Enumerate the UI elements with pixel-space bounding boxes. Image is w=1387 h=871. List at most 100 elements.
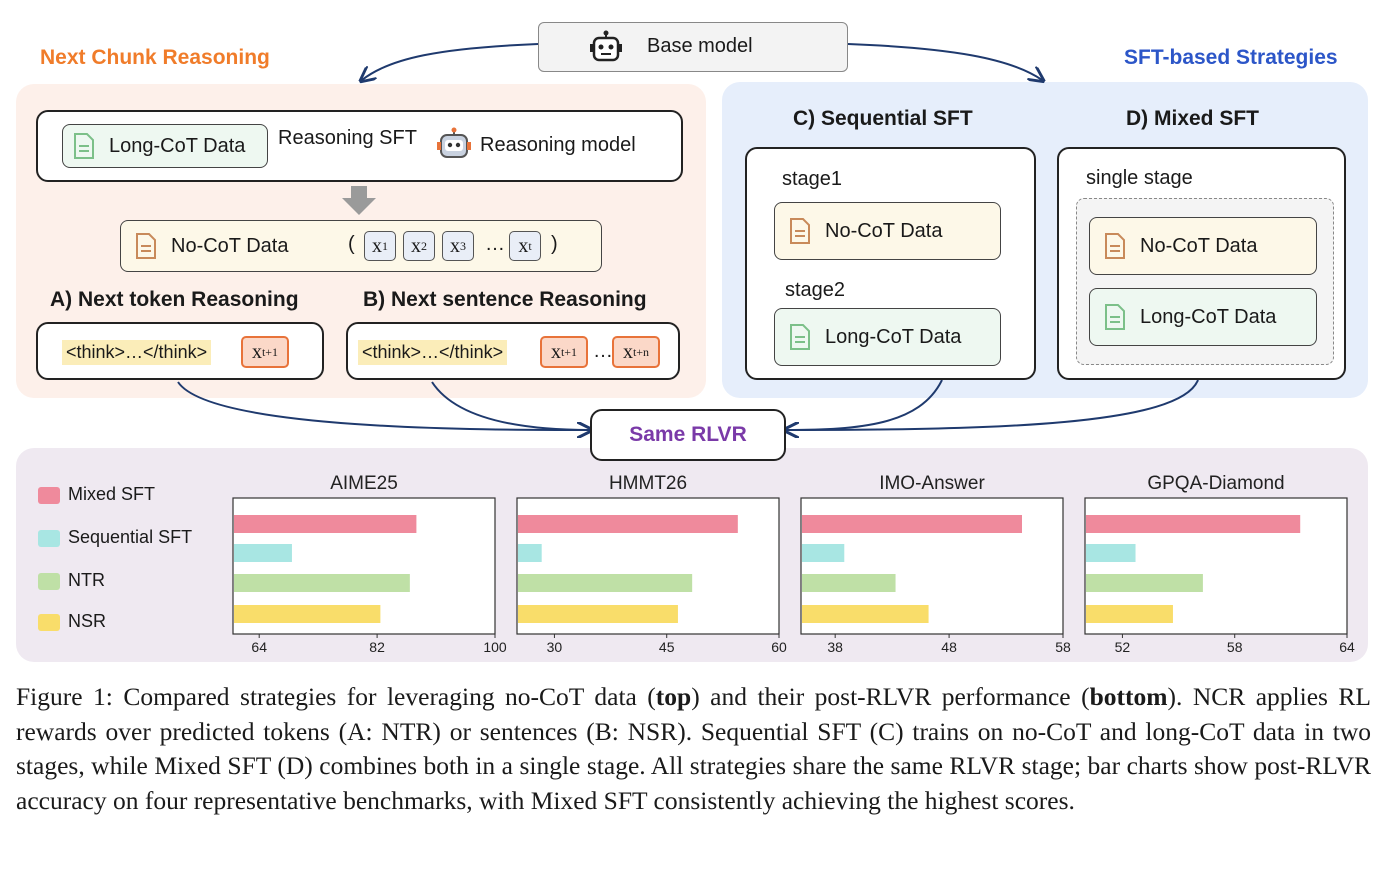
legend-item-sequential-sft: Sequential SFT xyxy=(38,527,238,553)
bar-nsr xyxy=(1086,605,1173,623)
legend-item-mixed-sft: Mixed SFT xyxy=(38,484,238,510)
b-ellipsis: … xyxy=(593,340,613,362)
bar-mixed-sft xyxy=(518,515,738,533)
document-icon xyxy=(790,218,810,244)
legend-item-ntr: NTR xyxy=(38,570,238,596)
x-tick-label: 64 xyxy=(251,639,267,655)
x-tick-label: 48 xyxy=(941,639,957,655)
legend-label: Sequential SFT xyxy=(68,527,193,547)
reasoning-sft-label: Reasoning SFT xyxy=(278,127,417,149)
a-title: A) Next token Reasoning xyxy=(50,288,299,311)
c-no-cot-box: No-CoT Data xyxy=(774,202,1001,260)
bar-ntr xyxy=(1086,574,1203,592)
benchmark-charts: AIME25 64 82 100 HMMT26 30 45 60 IMO-Answer 38 48 5… xyxy=(232,473,1355,655)
chart-title: IMO-Answer xyxy=(879,473,985,494)
bar-nsr xyxy=(802,605,929,623)
d-long-cot-label: Long-CoT Data xyxy=(1140,305,1277,328)
reasoning-sft-box xyxy=(36,110,683,182)
x-tick-label: 58 xyxy=(1055,639,1071,655)
document-icon xyxy=(790,324,810,350)
bar-mixed-sft xyxy=(234,515,417,533)
legend-swatch xyxy=(38,487,60,504)
long-cot-data-label: Long-CoT Data xyxy=(109,134,246,157)
b-to-rlvr-arrow xyxy=(431,381,590,430)
robot-icon xyxy=(590,30,622,62)
document-icon xyxy=(136,233,156,259)
legend-swatch xyxy=(38,614,60,631)
bar-nsr xyxy=(518,605,678,623)
bar-sequential-sft xyxy=(802,544,845,562)
a-to-rlvr-arrow xyxy=(177,381,590,430)
base-model-box: Base model xyxy=(538,22,848,72)
token-ellipsis: … xyxy=(485,233,505,255)
d-to-rlvr-arrow xyxy=(786,379,1199,430)
single-stage-label: single stage xyxy=(1086,167,1193,189)
x-tick-label: 100 xyxy=(483,639,507,655)
base-to-ncr-arrow xyxy=(362,43,539,80)
legend-label: NTR xyxy=(68,570,105,590)
reasoning-robot-icon xyxy=(437,127,471,158)
long-cot-data-box: Long-CoT Data xyxy=(62,124,268,168)
d-no-cot-label: No-CoT Data xyxy=(1140,234,1258,257)
chart-title: GPQA-Diamond xyxy=(1147,473,1284,494)
a-think-tag: <think>…</think> xyxy=(62,340,212,365)
same-rlvr-box: Same RLVR xyxy=(590,409,786,461)
x-tick-label: 82 xyxy=(369,639,385,655)
bar-ntr xyxy=(802,574,896,592)
legend-swatch xyxy=(38,530,60,547)
legend-item-nsr: NSR xyxy=(38,611,238,637)
d-title: D) Mixed SFT xyxy=(1126,107,1260,130)
c-no-cot-label: No-CoT Data xyxy=(825,219,943,242)
d-no-cot-box: No-CoT Data xyxy=(1089,217,1317,275)
bar-nsr xyxy=(234,605,381,623)
x-tick-label: 52 xyxy=(1115,639,1131,655)
bar-sequential-sft xyxy=(518,544,542,562)
chart-title: AIME25 xyxy=(330,473,398,494)
x-tick-label: 45 xyxy=(659,639,675,655)
x-tick-label: 38 xyxy=(827,639,843,655)
document-icon xyxy=(1105,233,1125,259)
x-tick-label: 64 xyxy=(1339,639,1355,655)
b-think-tag: <think>…</think> xyxy=(358,340,508,365)
legend-label: Mixed SFT xyxy=(68,484,156,504)
c-long-cot-box: Long-CoT Data xyxy=(774,308,1001,366)
bar-mixed-sft xyxy=(1086,515,1301,533)
base-to-sft-arrow xyxy=(847,43,1042,80)
bar-ntr xyxy=(234,574,410,592)
document-icon xyxy=(1105,304,1125,330)
c-to-rlvr-arrow xyxy=(786,379,943,430)
no-cot-data-label: No-CoT Data xyxy=(171,234,289,257)
c-title: C) Sequential SFT xyxy=(793,107,973,130)
legend-label: NSR xyxy=(68,611,107,631)
down-arrow-ncr xyxy=(342,186,376,215)
ncr-title: Next Chunk Reasoning xyxy=(40,46,270,69)
x-tick-label: 60 xyxy=(771,639,787,655)
d-long-cot-box: Long-CoT Data xyxy=(1089,288,1317,346)
bar-sequential-sft xyxy=(234,544,292,562)
bar-mixed-sft xyxy=(802,515,1022,533)
x-tick-label: 58 xyxy=(1227,639,1243,655)
base-model-label: Base model xyxy=(647,35,753,57)
reasoning-model-label: Reasoning model xyxy=(480,134,636,156)
b-title: B) Next sentence Reasoning xyxy=(363,288,647,311)
stage2-label: stage2 xyxy=(785,279,846,301)
sequence-close-paren: ) xyxy=(551,233,558,255)
document-icon xyxy=(74,133,94,159)
legend-swatch xyxy=(38,573,60,590)
x-tick-label: 30 xyxy=(547,639,563,655)
same-rlvr-label: Same RLVR xyxy=(629,423,747,446)
bar-sequential-sft xyxy=(1086,544,1136,562)
chart-title: HMMT26 xyxy=(609,473,687,494)
sequence-open-paren: ( xyxy=(348,233,355,255)
stage1-label: stage1 xyxy=(782,168,843,190)
c-long-cot-label: Long-CoT Data xyxy=(825,325,962,348)
figure-caption: Figure 1: Compared strategies for levera… xyxy=(16,682,1371,815)
bar-ntr xyxy=(518,574,693,592)
sft-title: SFT-based Strategies xyxy=(1124,46,1338,69)
